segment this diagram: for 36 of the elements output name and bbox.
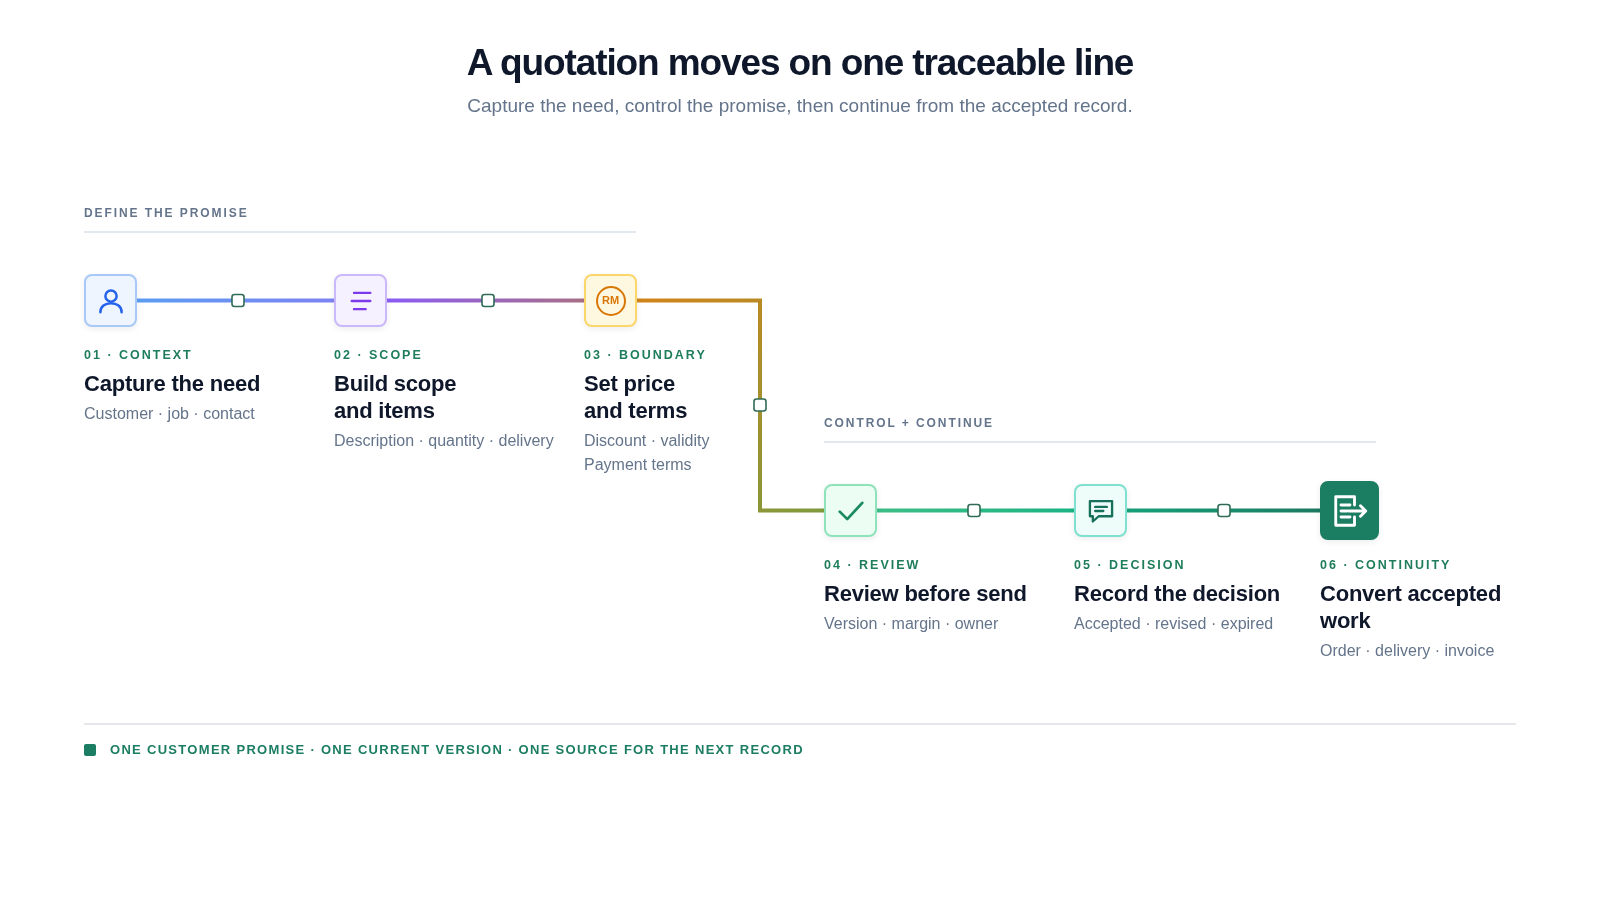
step-details: Customer · job · contact: [84, 404, 255, 424]
step-details: Version · margin · owner: [824, 614, 999, 634]
step-label: 01 · CONTEXT: [84, 347, 193, 364]
icon-tile: [584, 274, 637, 327]
step-details: Discount · validity: [584, 431, 710, 451]
step-details: Payment terms: [584, 455, 692, 475]
step-title: Review before send: [824, 580, 1027, 607]
step-label: 03 · BOUNDARY: [584, 347, 707, 364]
step-label: 02 · SCOPE: [334, 347, 423, 364]
currency-symbol: RM: [595, 285, 626, 316]
icon-tile: [824, 484, 877, 537]
icon-tile: [334, 274, 387, 327]
step-label: 05 · DECISION: [1074, 557, 1186, 574]
connector-line: [877, 508, 1074, 513]
footer-statement: ONE CUSTOMER PROMISE · ONE CURRENT VERSION · ONE SOURCE FOR THE NEXT RECORD: [110, 742, 804, 758]
icon-tile: [1320, 481, 1379, 540]
step-label: 06 · CONTINUITY: [1320, 557, 1452, 574]
subtitle: Capture the need, control the promise, then continue from the accepted record.: [467, 94, 1133, 118]
icon-tile: [84, 274, 137, 327]
step-details: Order · delivery · invoice: [1320, 641, 1495, 661]
connector-line: [1127, 508, 1320, 513]
step-details: Description · quantity · delivery: [334, 431, 554, 451]
connector-line: [137, 298, 334, 303]
icon-tile: [1074, 484, 1127, 537]
connector-line: [637, 298, 824, 513]
step-title: Convert accepted work: [1320, 580, 1503, 634]
step-title: Capture the need: [84, 370, 261, 397]
title: A quotation moves on one traceable line: [466, 41, 1134, 85]
section-heading: DEFINE THE PROMISE: [84, 205, 249, 221]
step-title: Set price and terms: [584, 370, 689, 424]
section-heading: CONTROL + CONTINUE: [824, 415, 994, 431]
step-details: Accepted · revised · expired: [1074, 614, 1274, 634]
connector-line: [387, 298, 584, 303]
step-label: 04 · REVIEW: [824, 557, 921, 574]
step-title: Record the decision: [1074, 580, 1281, 607]
step-title: Build scope and items: [334, 370, 458, 424]
